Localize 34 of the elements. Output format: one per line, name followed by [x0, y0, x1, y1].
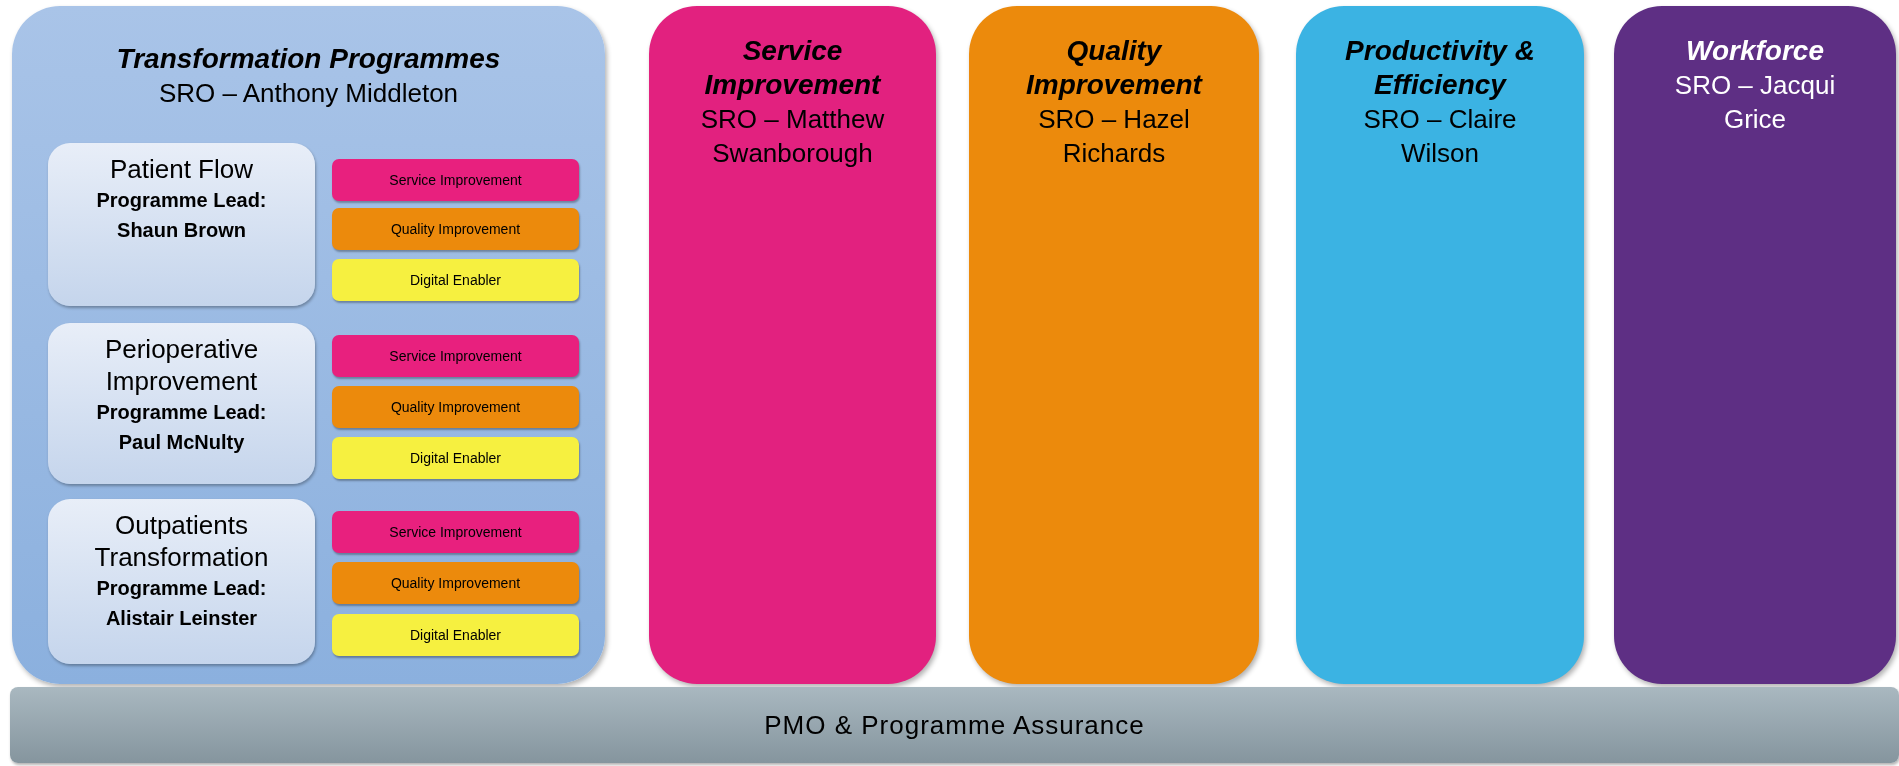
- panel-title: Transformation Programmes: [115, 42, 502, 76]
- programme-card: [48, 143, 315, 306]
- workstream-column: [1296, 6, 1584, 684]
- workstream-tag: Quality Improvement: [332, 208, 579, 250]
- programme-lead-text: Programme Lead: Shaun Brown: [95, 188, 268, 243]
- panel-title: Workforce: [1685, 34, 1825, 68]
- programme-lead-text: Programme Lead: Paul McNulty: [95, 400, 268, 455]
- panel-title: Productivity & Efficiency: [1344, 34, 1536, 102]
- workstream-tag: Digital Enabler: [332, 259, 579, 301]
- programme-panel: [12, 6, 605, 684]
- workstream-tag: Quality Improvement: [332, 562, 579, 604]
- sro-text: SRO – Matthew Swanborough: [699, 103, 886, 170]
- programme-lead-text: Programme Lead: Alistair Leinster: [95, 576, 268, 631]
- workstream-tag: Digital Enabler: [332, 614, 579, 656]
- panel-title: Quality Improvement: [1025, 34, 1204, 102]
- workstream-tag: Service Improvement: [332, 159, 579, 201]
- workstream-tag: Service Improvement: [332, 335, 579, 377]
- programme-card: [48, 323, 315, 484]
- workstream-tag: Quality Improvement: [332, 386, 579, 428]
- workstream-tag: Digital Enabler: [332, 437, 579, 479]
- sro-text: SRO – Anthony Middleton: [157, 77, 460, 110]
- workstream-column: [1614, 6, 1896, 684]
- workstream-column: [649, 6, 936, 684]
- panel-title: Service Improvement: [703, 34, 883, 102]
- workstream-column: [969, 6, 1259, 684]
- workstream-tag: Service Improvement: [332, 511, 579, 553]
- assurance-bar: PMO & Programme Assurance: [10, 687, 1899, 763]
- programme-name: Patient Flow: [108, 153, 255, 185]
- programme-name: Perioperative Improvement: [103, 333, 260, 397]
- sro-text: SRO – Claire Wilson: [1362, 103, 1518, 170]
- sro-text: SRO – Hazel Richards: [1037, 103, 1191, 170]
- programme-name: Outpatients Transformation: [93, 509, 270, 573]
- programme-card: [48, 499, 315, 664]
- sro-text: SRO – Jacqui Grice: [1673, 69, 1837, 136]
